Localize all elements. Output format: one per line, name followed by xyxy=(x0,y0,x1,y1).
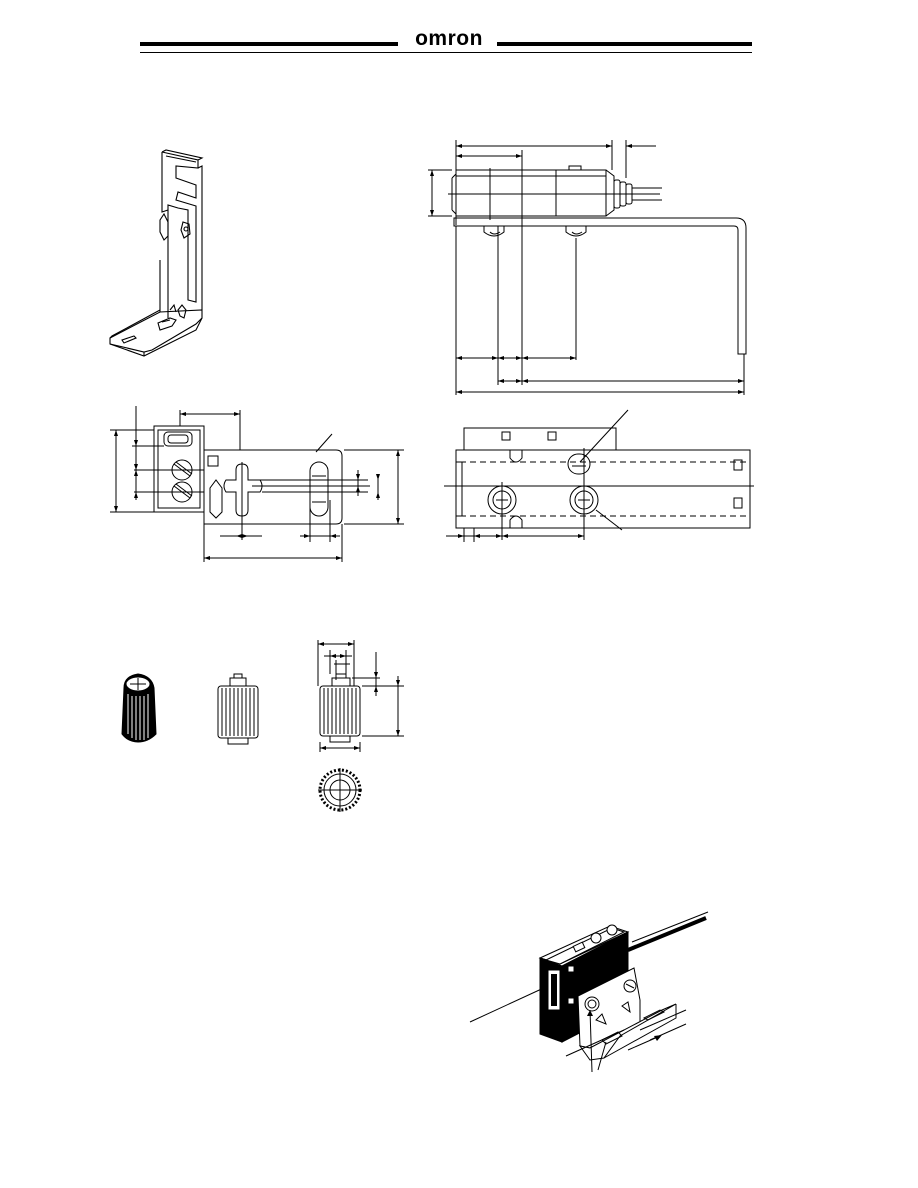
brand-logo: omron xyxy=(415,27,483,50)
sensor-mounted-front-view xyxy=(444,410,754,542)
bracket-front-view xyxy=(110,406,404,562)
knob-top-view xyxy=(318,768,362,812)
mounting-bracket-perspective xyxy=(110,150,202,356)
header-rule-left-thick xyxy=(140,42,398,46)
header-rule-thin xyxy=(140,52,752,53)
knob-front xyxy=(218,674,258,744)
header-rule-right-thick xyxy=(497,42,752,46)
knob-dimensioned xyxy=(318,640,404,752)
adjuster-knob-views xyxy=(122,640,404,812)
sensor-mounting-illustration xyxy=(470,912,708,1072)
bracket-sensor-side-view xyxy=(428,140,746,395)
knob-perspective xyxy=(122,674,156,742)
